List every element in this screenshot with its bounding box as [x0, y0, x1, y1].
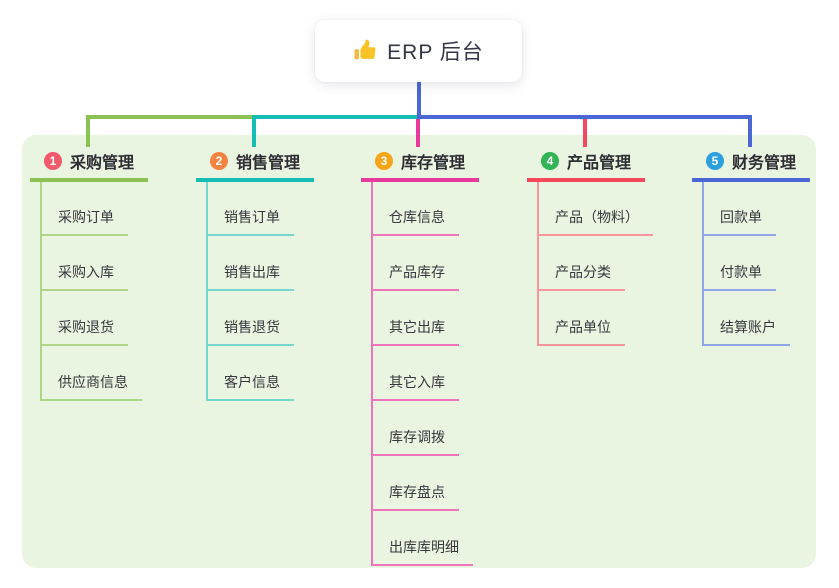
- child-node[interactable]: 销售退货: [208, 317, 294, 346]
- root-node[interactable]: ERP 后台: [315, 20, 522, 82]
- branch-label: 销售管理: [236, 155, 301, 172]
- child-node[interactable]: 产品（物料）: [539, 207, 653, 236]
- branch-children: 采购订单采购入库采购退货供应商信息: [40, 182, 148, 401]
- branch-header-1[interactable]: 1 采购管理: [30, 146, 149, 182]
- branch-number-badge: 1: [44, 152, 62, 170]
- child-node[interactable]: 采购退货: [42, 317, 128, 346]
- branch-2: 2 销售管理销售订单销售出库销售退货客户信息: [196, 146, 315, 401]
- child-node[interactable]: 销售订单: [208, 207, 294, 236]
- child-node[interactable]: 供应商信息: [42, 372, 142, 401]
- branch-4: 4 产品管理产品（物料） 产品分类产品单位: [527, 146, 653, 346]
- branch-header-4[interactable]: 4 产品管理: [527, 146, 646, 182]
- branch-label: 库存管理: [401, 155, 466, 172]
- root-connector-stem: [417, 82, 421, 119]
- branches-panel: [22, 135, 816, 568]
- connector-horizontal-left: [86, 115, 256, 119]
- child-node[interactable]: 仓库信息: [373, 207, 459, 236]
- branch-connector-drop-3: [416, 115, 420, 147]
- branch-header-5[interactable]: 5 财务管理: [692, 146, 811, 182]
- branch-number-badge: 3: [375, 152, 393, 170]
- branch-1: 1 采购管理采购订单采购入库采购退货供应商信息: [30, 146, 149, 401]
- connector-horizontal-right: [417, 115, 752, 119]
- child-node[interactable]: 产品分类: [539, 262, 625, 291]
- child-node[interactable]: 库存盘点: [373, 482, 459, 511]
- child-node[interactable]: 采购入库: [42, 262, 128, 291]
- branch-connector-drop-1: [86, 115, 90, 147]
- branch-header-2[interactable]: 2 销售管理: [196, 146, 315, 182]
- thumbs-up-icon: [353, 39, 377, 63]
- branch-label: 财务管理: [732, 155, 797, 172]
- branch-label: 采购管理: [70, 155, 135, 172]
- branch-connector-drop-4: [583, 115, 587, 147]
- branch-children: 回款单付款单结算账户: [702, 182, 810, 346]
- branch-number-badge: 5: [706, 152, 724, 170]
- child-node[interactable]: 客户信息: [208, 372, 294, 401]
- branch-connector-drop-2: [252, 115, 256, 147]
- child-node[interactable]: 产品库存: [373, 262, 459, 291]
- child-node[interactable]: 其它出库: [373, 317, 459, 346]
- branch-children: 仓库信息产品库存其它出库其它入库库存调拨库存盘点出库库明细: [371, 182, 479, 566]
- child-node[interactable]: 付款单: [704, 262, 776, 291]
- child-node[interactable]: 销售出库: [208, 262, 294, 291]
- child-node[interactable]: 回款单: [704, 207, 776, 236]
- branch-label: 产品管理: [567, 155, 632, 172]
- connector-horizontal-midleft: [252, 115, 421, 119]
- branch-connector-drop-5: [748, 115, 752, 147]
- branch-children: 销售订单销售出库销售退货客户信息: [206, 182, 314, 401]
- branch-number-badge: 4: [541, 152, 559, 170]
- child-node[interactable]: 采购订单: [42, 207, 128, 236]
- child-node[interactable]: 其它入库: [373, 372, 459, 401]
- child-node[interactable]: 库存调拨: [373, 427, 459, 456]
- child-node[interactable]: 结算账户: [704, 317, 790, 346]
- child-node[interactable]: 产品单位: [539, 317, 625, 346]
- branch-3: 3 库存管理仓库信息产品库存其它出库其它入库库存调拨库存盘点出库库明细: [361, 146, 480, 566]
- branch-5: 5 财务管理回款单付款单结算账户: [692, 146, 811, 346]
- root-title: ERP 后台: [387, 41, 484, 64]
- child-node[interactable]: 出库库明细: [373, 537, 473, 566]
- branch-header-3[interactable]: 3 库存管理: [361, 146, 480, 182]
- branch-children: 产品（物料） 产品分类产品单位: [537, 182, 653, 346]
- branch-number-badge: 2: [210, 152, 228, 170]
